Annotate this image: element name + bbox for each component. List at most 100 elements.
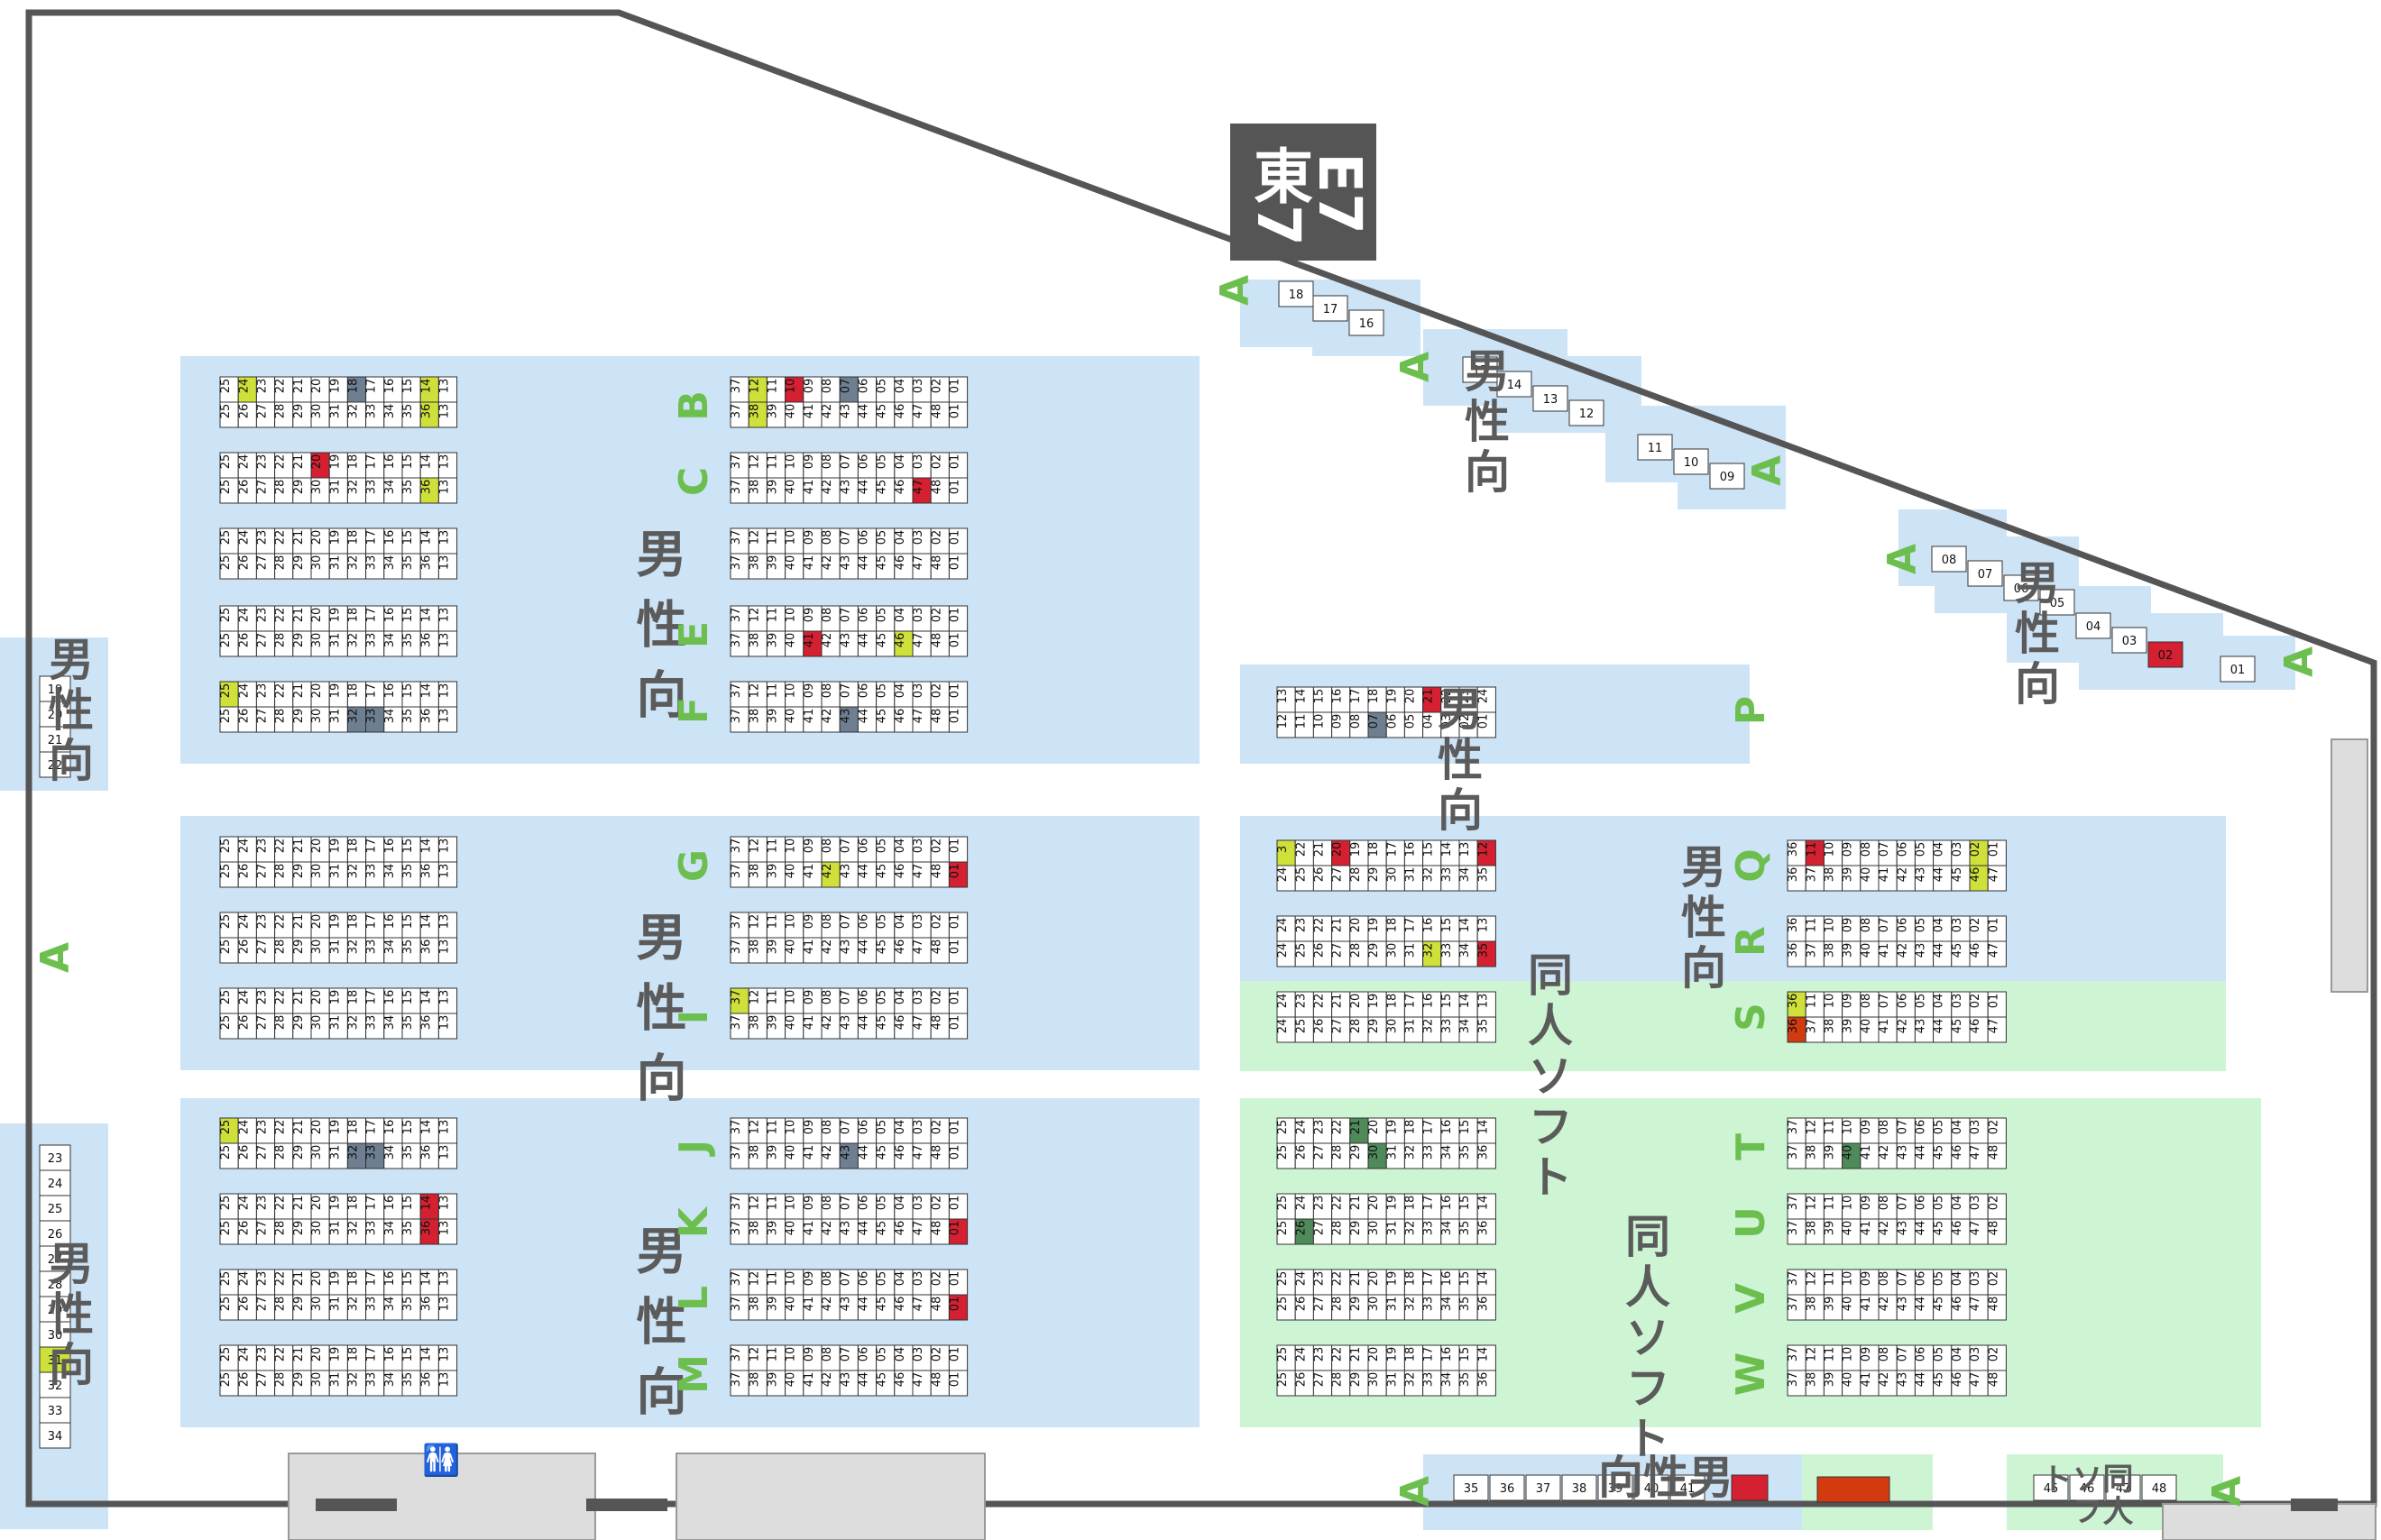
booth-number: 04: [894, 530, 907, 545]
booth-number: 37: [730, 839, 743, 854]
booth-number: 14: [419, 683, 433, 699]
booth-number: 43: [1896, 1372, 1909, 1388]
booth-number: 42: [821, 1015, 834, 1031]
booth-number: 04: [1933, 918, 1946, 933]
booth-number: 09: [1860, 1347, 1873, 1362]
booth-number: 12: [748, 608, 761, 623]
booth-number: 35: [401, 940, 415, 955]
booth-number: 01: [1987, 842, 2000, 857]
booth-number: 23: [1313, 1347, 1327, 1362]
booth-number: 34: [383, 1372, 397, 1388]
booth-number: 06: [858, 1196, 871, 1211]
booth-number: 01: [949, 530, 962, 545]
booth[interactable]: [437, 477, 458, 504]
booth-number: 28: [1331, 1297, 1345, 1312]
booth-number: 45: [876, 1145, 889, 1160]
booth-number: 16: [1440, 1271, 1454, 1287]
booth-number: 29: [1367, 1019, 1381, 1034]
booth-number: 01: [949, 1297, 962, 1312]
booth[interactable]: [437, 1218, 458, 1245]
booth-number: 42: [1878, 1145, 1891, 1160]
booth-number: 27: [1331, 943, 1345, 958]
booth-number: 29: [292, 1221, 306, 1236]
booth-number: 30: [1367, 1372, 1381, 1388]
booth-number: 31: [328, 1015, 342, 1031]
service-area-1: [288, 1453, 596, 1540]
booth-number: 40: [1842, 1297, 1855, 1312]
booth[interactable]: [437, 706, 458, 733]
booth[interactable]: [437, 937, 458, 964]
booth-number: 26: [237, 1221, 251, 1236]
booth-number: 45: [876, 1015, 889, 1031]
booth-number: 26: [237, 404, 251, 419]
booth-number: 31: [48, 1354, 63, 1368]
booth-number: 26: [1313, 867, 1327, 883]
booth-number: 37: [730, 1221, 743, 1236]
booth-number: 02: [930, 379, 943, 394]
booth-number: 33: [1422, 1297, 1436, 1312]
booth-number: 26: [1294, 1221, 1308, 1236]
booth-number: 25: [219, 940, 233, 955]
booth-number: 40: [1860, 1019, 1873, 1034]
booth-number: 23: [256, 990, 270, 1005]
booth-number: 42: [821, 633, 834, 648]
booth-number: 06: [1896, 842, 1909, 857]
booth-number: 14: [419, 454, 433, 470]
booth-number: 27: [1331, 1019, 1345, 1034]
booth-number: 15: [401, 454, 415, 470]
booth-number: 11: [1805, 918, 1818, 933]
booth-number: 11: [767, 1347, 780, 1362]
booth[interactable]: [437, 630, 458, 657]
booth-number: 02: [930, 914, 943, 930]
booth-number: 26: [48, 1228, 63, 1242]
booth-number: 32: [1404, 1221, 1418, 1236]
booth-number: 37: [730, 480, 743, 495]
booth-number: 45: [876, 940, 889, 955]
booth-number: 29: [1349, 1221, 1363, 1236]
booth-number: 02: [1987, 1347, 2000, 1362]
booth-number: 47: [1987, 1019, 2000, 1034]
booth-number: 16: [1440, 1120, 1454, 1135]
booth-number: 45: [876, 1372, 889, 1388]
booth-number: 10: [785, 990, 798, 1005]
booth-number: 11: [767, 1120, 780, 1135]
booth-number: 05: [876, 530, 889, 545]
booth-number: 12: [1276, 714, 1290, 729]
booth-number: 41: [1878, 943, 1891, 958]
booth-number: 28: [274, 1145, 288, 1160]
booth-number: 20: [310, 683, 324, 699]
booth-number: 42: [821, 1297, 834, 1312]
booth-number: 07: [839, 914, 852, 930]
booth-number: 30: [1385, 867, 1399, 883]
booth-number: 31: [328, 709, 342, 724]
booth-number: 35: [1458, 1372, 1472, 1388]
booth-number: 38: [748, 1372, 761, 1388]
booth-number: 13: [1276, 689, 1290, 704]
booth[interactable]: [437, 861, 458, 888]
booth[interactable]: [437, 401, 458, 428]
booth[interactable]: [437, 553, 458, 580]
booth[interactable]: [437, 1294, 458, 1321]
booth-number: 27: [256, 1297, 270, 1312]
booth[interactable]: [437, 1370, 458, 1397]
booth-number: 32: [1404, 1372, 1418, 1388]
booth-number: 13: [438, 480, 452, 495]
booth-number: 26: [237, 1297, 251, 1312]
booth-number: 18: [347, 683, 361, 699]
booth-number: 04: [1951, 1347, 1964, 1362]
booth[interactable]: [437, 1142, 458, 1169]
booth-number: 29: [292, 633, 306, 648]
booth-number: 23: [1313, 1196, 1327, 1211]
booth-number: 06: [1915, 1347, 1928, 1362]
booth[interactable]: [1731, 1474, 1769, 1501]
booth[interactable]: [437, 1013, 458, 1040]
booth-number: 32: [1404, 1145, 1418, 1160]
booth-number: 37: [730, 633, 743, 648]
booth-number: 48: [930, 1297, 943, 1312]
booth-number: 40: [785, 633, 798, 648]
booth-number: 48: [930, 404, 943, 419]
booth-number: 25: [219, 1145, 233, 1160]
booth-number: 43: [1915, 943, 1928, 958]
